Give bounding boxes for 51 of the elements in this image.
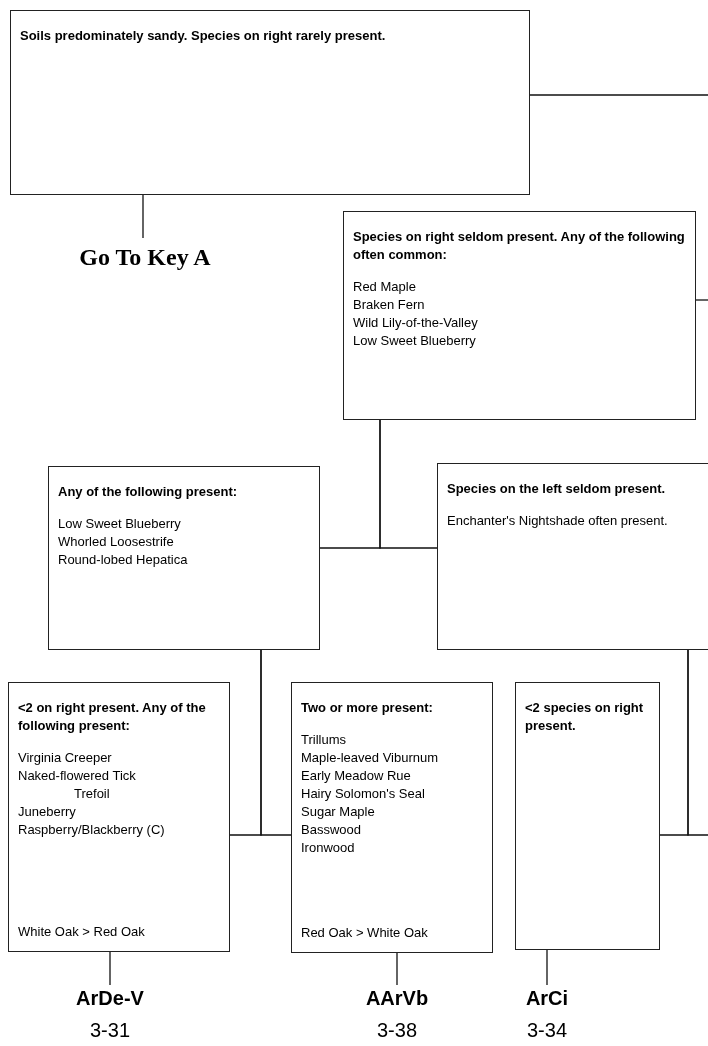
species-name: Trillums [301,731,347,749]
connector-line [546,949,548,986]
species-name: Red Maple [353,278,417,296]
species-name: Low Sweet Blueberry [58,515,182,533]
key-box [8,682,230,952]
species-name: Ironwood [301,839,356,857]
connector-line [529,94,708,96]
connector-line [260,649,292,836]
connector-line [695,299,708,301]
species-name: Raspberry/Blackberry (C) [18,821,166,839]
page-number: 3-34 [527,1018,567,1043]
box-heading: Two or more present: [301,699,434,717]
connector-line [142,194,144,239]
box-heading: <2 species on right present. [525,699,645,735]
key-reference: Go To Key A [79,243,211,272]
species-name: Wild Lily-of-the-Valley [353,314,479,332]
page-number: 3-31 [90,1018,130,1043]
box-heading: Any of the following present: [58,483,239,501]
box-heading: <2 on right present. Any of the following present: [18,699,207,735]
species-name: Sugar Maple [301,803,376,821]
box-heading: Species on right seldom present. Any of the following often common: [353,228,686,264]
species-name: Braken Fern [353,296,426,314]
connector-line [109,951,111,986]
key-box [437,463,708,650]
key-box [291,682,493,953]
key-box [48,466,320,650]
species-name: Maple-leaved Viburnum [301,749,440,767]
species-name: Hairy Solomon's Seal [301,785,426,803]
species-name: Whorled Loosestrife [58,533,175,551]
species-name: Basswood [301,821,362,839]
key-box [10,10,530,195]
species-name: Early Meadow Rue [301,767,412,785]
species-name: Juneberry [18,803,77,821]
species-name: Enchanter's Nightshade often present. [447,512,669,530]
box-heading: Soils predominately sandy. Species on right rarely present. [20,27,387,45]
community-code: AArVb [365,986,429,1011]
connector-line [687,649,708,836]
species-name: Round-lobed Hepatica [58,551,189,569]
community-code: ArDe-V [76,986,144,1011]
key-box [343,211,696,420]
page-number: 3-38 [377,1018,417,1043]
species-name: Low Sweet Blueberry [353,332,477,350]
community-code: ArCi [525,986,569,1011]
box-heading: Species on the left seldom present. [447,480,667,498]
oak-ratio-note: White Oak > Red Oak [18,923,146,941]
connector-line [379,419,438,549]
oak-ratio-note: Red Oak > White Oak [301,924,429,942]
connector-line [396,952,398,986]
species-name: Virginia Creeper [18,749,113,767]
species-name: Naked-flowered Tick Trefoil [18,767,137,803]
key-box [515,682,660,950]
